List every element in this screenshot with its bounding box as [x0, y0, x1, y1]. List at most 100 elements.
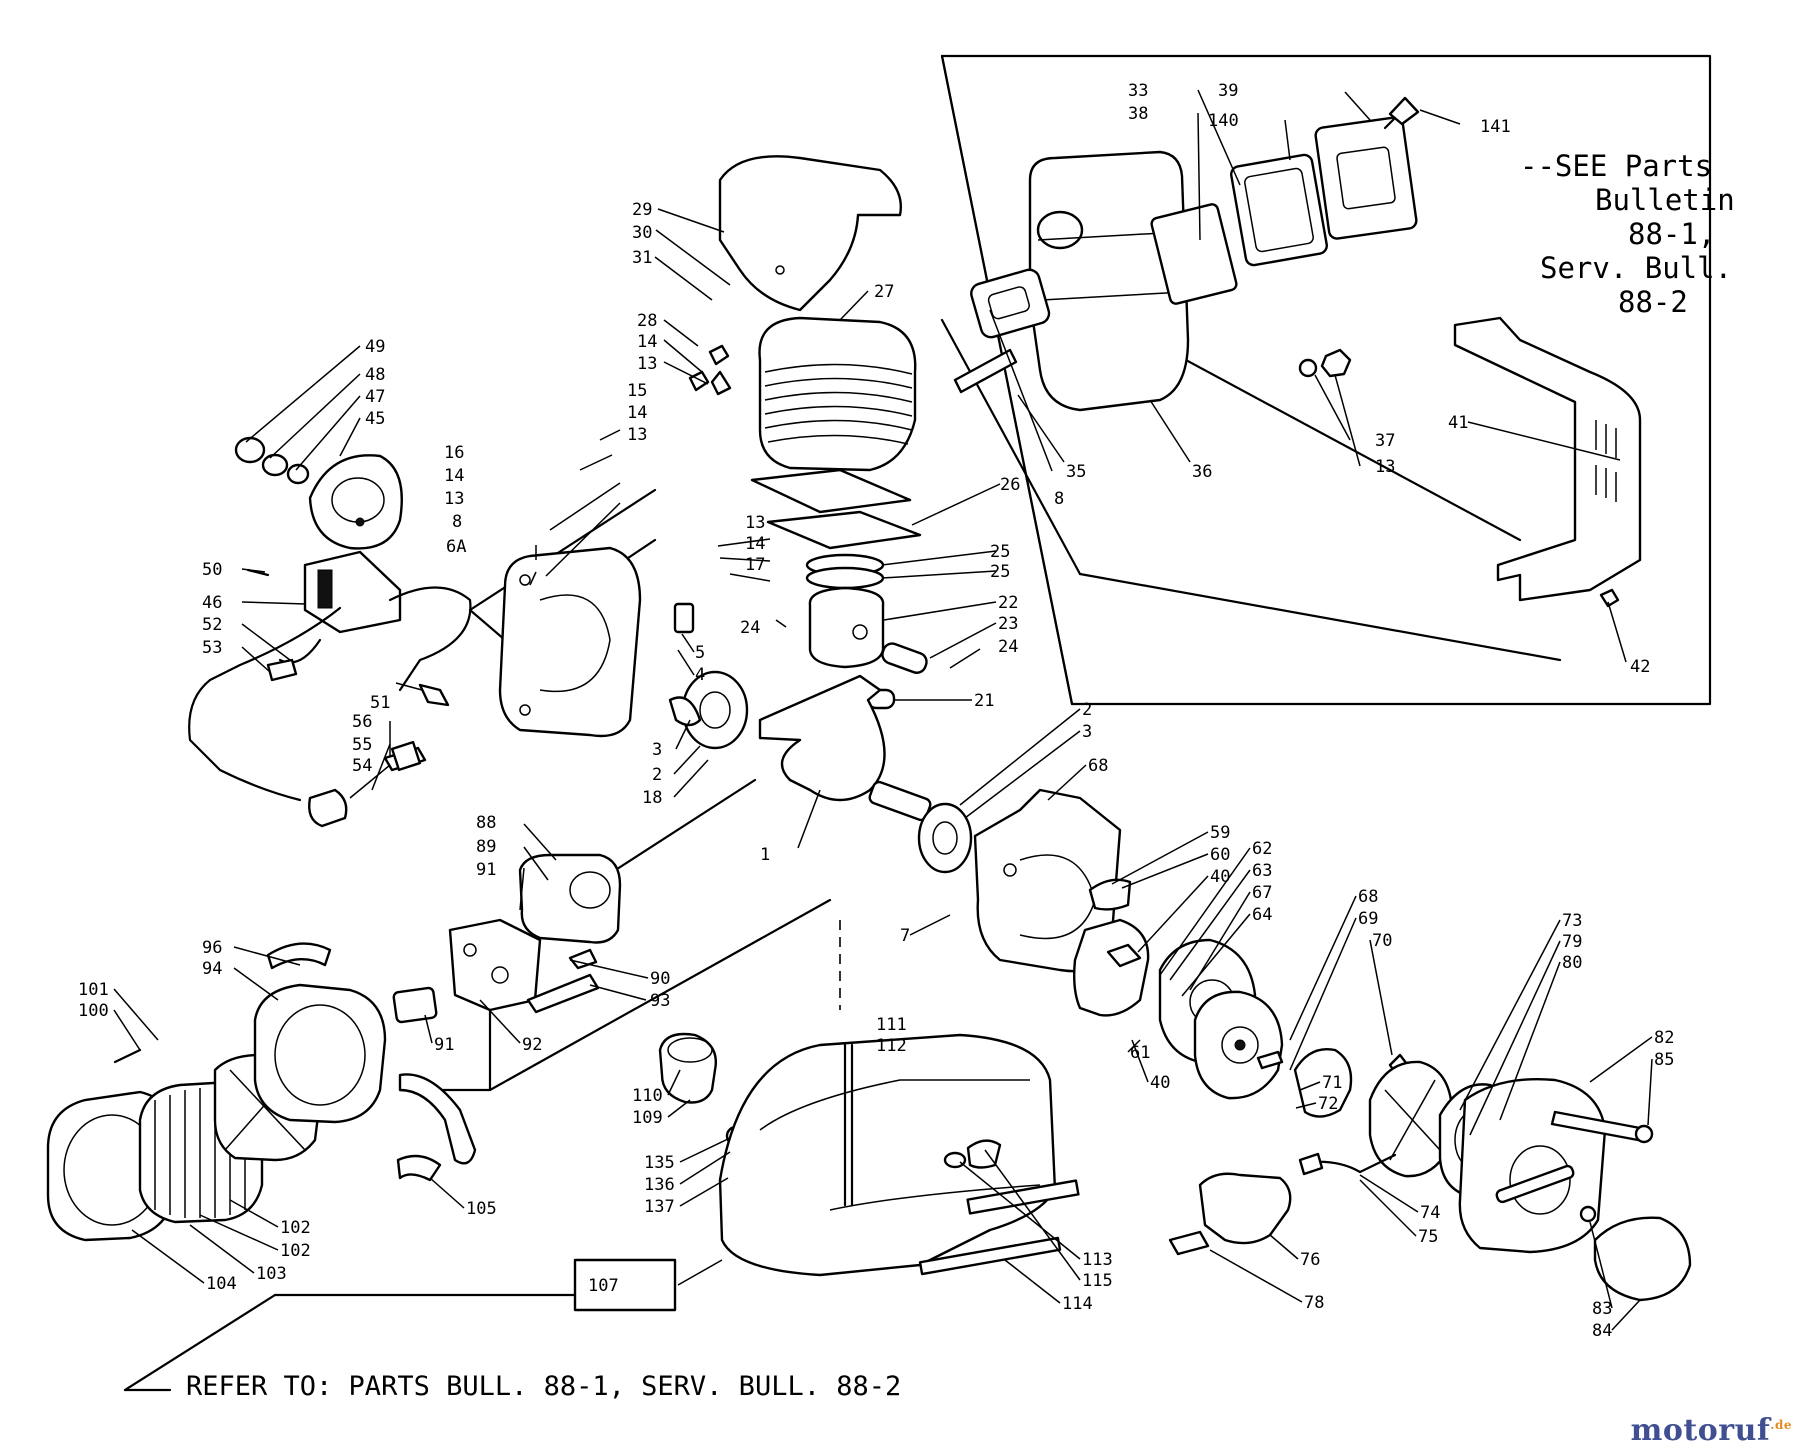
callout-45: 45 — [365, 409, 385, 429]
heat-shield — [1453, 316, 1642, 608]
callout-24-a: 24 — [740, 618, 760, 638]
callout-22: 22 — [998, 593, 1018, 613]
intake-manifold — [518, 853, 622, 944]
callout-60: 60 — [1210, 845, 1230, 865]
callout-5: 5 — [695, 643, 705, 663]
callout-75: 75 — [1418, 1227, 1438, 1247]
callout-113: 113 — [1082, 1250, 1113, 1270]
muffler-inset-frame — [940, 54, 1712, 706]
callout-14-mid: 14 — [627, 403, 647, 423]
callout-93: 93 — [650, 991, 670, 1011]
note-line-5: 88-2 — [1618, 285, 1688, 319]
callout-91-top: 91 — [476, 860, 496, 880]
crankshaft — [758, 674, 886, 802]
air-box — [253, 983, 387, 1124]
callout-18: 18 — [642, 788, 662, 808]
callout-88: 88 — [476, 813, 496, 833]
callout-41: 41 — [1448, 413, 1468, 433]
piston — [808, 586, 885, 669]
main-bearing-right — [917, 802, 973, 874]
callout-14-right: 14 — [745, 534, 765, 554]
callout-14-left: 14 — [444, 466, 464, 486]
callout-40-top: 40 — [1210, 867, 1230, 887]
callout-110: 110 — [632, 1086, 663, 1106]
callout-4: 4 — [695, 665, 705, 685]
callout-39: 39 — [1218, 81, 1238, 101]
callout-38: 38 — [1128, 104, 1148, 124]
callout-102-a: 102 — [280, 1218, 311, 1238]
callout-27: 27 — [874, 282, 894, 302]
callout-13-right: 13 — [745, 513, 765, 533]
starter-housing — [1458, 1078, 1607, 1254]
muffler-screw — [1388, 96, 1420, 126]
callout-47: 47 — [365, 387, 385, 407]
fuel-line — [1088, 878, 1132, 911]
drive-shoe — [1293, 1048, 1353, 1118]
callout-59: 59 — [1210, 823, 1230, 843]
note-line-3: 88-1, — [1628, 217, 1715, 251]
callout-94: 94 — [202, 959, 222, 979]
watermark-suffix: .de — [1770, 1418, 1792, 1432]
callout-74: 74 — [1420, 1203, 1440, 1223]
callout-61: 61 — [1130, 1043, 1150, 1063]
callout-48: 48 — [365, 365, 385, 385]
callout-31: 31 — [632, 248, 652, 268]
callout-8-right: 8 — [1054, 489, 1064, 509]
callout-21: 21 — [974, 691, 994, 711]
callout-13-top: 13 — [637, 354, 657, 374]
fuel-cap — [658, 1032, 717, 1104]
callout-112: 112 — [876, 1036, 907, 1056]
callout-67: 67 — [1252, 883, 1272, 903]
callout-71: 71 — [1322, 1073, 1342, 1093]
note-line-2: Bulletin — [1595, 183, 1735, 217]
callout-83: 83 — [1592, 1299, 1612, 1319]
callout-37: 37 — [1375, 431, 1395, 451]
callout-2-left: 2 — [652, 765, 662, 785]
carburetor-group — [392, 853, 622, 1024]
note-line-4: Serv. Bull. — [1540, 251, 1732, 285]
callout-105: 105 — [466, 1199, 497, 1219]
callout-13-left: 13 — [444, 489, 464, 509]
callout-51: 51 — [370, 693, 390, 713]
callout-109: 109 — [632, 1108, 663, 1128]
callout-25-b: 25 — [990, 562, 1010, 582]
callout-16: 16 — [444, 443, 464, 463]
flywheel — [308, 454, 403, 550]
bulletin-note: --SEE Parts Bulletin 88-1, Serv. Bull. 8… — [1520, 149, 1735, 319]
leader-lines — [113, 89, 1653, 1331]
muffler-cover — [1314, 116, 1418, 240]
callout-23: 23 — [998, 614, 1018, 634]
callout-135: 135 — [644, 1153, 675, 1173]
callout-70: 70 — [1372, 931, 1392, 951]
callout-35: 35 — [1066, 462, 1086, 482]
callout-84: 84 — [1592, 1321, 1612, 1341]
callout-68-top: 68 — [1088, 756, 1108, 776]
callout-56: 56 — [352, 712, 372, 732]
callout-3-right: 3 — [1082, 722, 1092, 742]
cylinder-shroud — [718, 155, 902, 312]
callout-54: 54 — [352, 756, 372, 776]
cylinder — [758, 316, 917, 472]
muffler-stud — [953, 348, 1018, 394]
callout-8-left: 8 — [452, 512, 462, 532]
callout-52: 52 — [202, 615, 222, 635]
callout-80: 80 — [1562, 953, 1582, 973]
callout-33: 33 — [1128, 81, 1148, 101]
callout-30: 30 — [632, 223, 652, 243]
callout-76: 76 — [1300, 1250, 1320, 1270]
fuel-tank-group — [573, 1032, 1080, 1312]
callout-1: 1 — [760, 845, 770, 865]
callout-100: 100 — [78, 1001, 109, 1021]
callout-69: 69 — [1358, 909, 1378, 929]
carburetor — [448, 918, 542, 1012]
watermark-text: motoruf — [1630, 1413, 1771, 1448]
callout-25-a: 25 — [990, 542, 1010, 562]
carb-gasket — [392, 986, 438, 1024]
callout-136: 136 — [644, 1175, 675, 1195]
callout-78: 78 — [1304, 1293, 1324, 1313]
callout-53: 53 — [202, 638, 222, 658]
cylinder-base-gasket — [750, 468, 912, 514]
cylinder-head-gasket — [766, 510, 922, 550]
callout-90: 90 — [650, 969, 670, 989]
